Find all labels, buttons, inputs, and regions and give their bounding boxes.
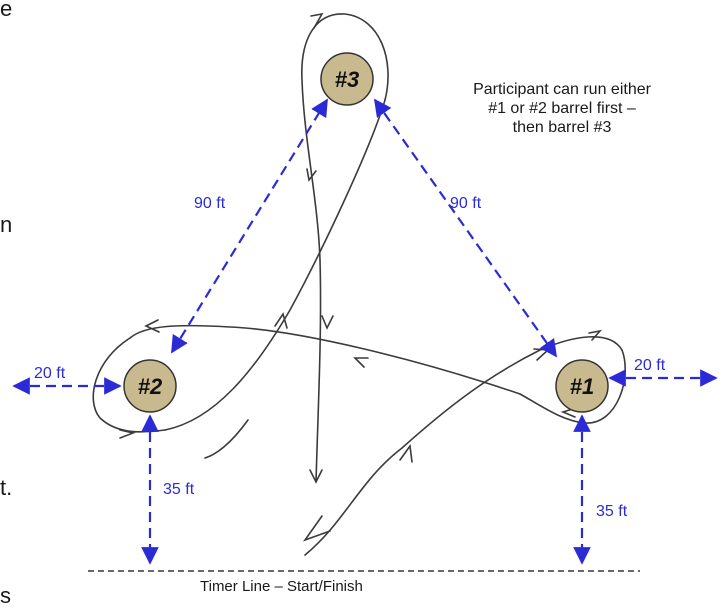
- direction-arrow: [399, 443, 413, 463]
- path-cross-1-to-2: [129, 324, 521, 395]
- note-line: #1 or #2 barrel first –: [488, 100, 636, 117]
- direction-arrow: [302, 515, 331, 542]
- direction-arrow: [309, 469, 323, 484]
- barrel-2: #2: [123, 359, 177, 413]
- note-line: then barrel #3: [512, 119, 612, 136]
- timer-line-label: Timer Line – Start/Finish: [200, 578, 363, 595]
- direction-arrow: [588, 329, 603, 341]
- path-loop-barrel-2: [92, 337, 166, 433]
- edge-text-fragment: s: [0, 583, 11, 608]
- dimension-lines: [12, 98, 718, 565]
- edge-text-fragment: n: [0, 212, 13, 237]
- barrel-3: #3: [320, 52, 374, 106]
- path-loop-barrel-3: [301, 13, 389, 261]
- note-line: Participant can run either: [473, 81, 651, 98]
- direction-arrow: [353, 357, 369, 368]
- dimension-label-right-distance: 90 ft: [450, 195, 482, 212]
- barrel-2-label: #2: [138, 374, 163, 399]
- barrel-3-label: #3: [335, 67, 359, 92]
- direction-arrow: [533, 348, 550, 361]
- barrel-1-label: #1: [570, 374, 594, 399]
- edge-text-fragment: t.: [0, 475, 13, 500]
- direction-arrow: [119, 429, 136, 439]
- direction-arrow: [310, 12, 324, 29]
- path-finish: [315, 259, 322, 483]
- dimension-label-right-side: 20 ft: [634, 357, 666, 374]
- dimension-label-left-distance: 90 ft: [194, 195, 226, 212]
- edge-text-fragment: e: [0, 0, 13, 21]
- path-2-to-3: [164, 99, 386, 431]
- dimension-line-3-to-1: [373, 98, 558, 358]
- barrel-1: #1: [555, 359, 609, 413]
- dimension-label-left-start: 35 ft: [163, 481, 195, 498]
- path-approach-barrel-1: [304, 336, 623, 556]
- dimension-label-left-side: 20 ft: [34, 365, 66, 382]
- dimension-label-right-start: 35 ft: [596, 503, 628, 520]
- path-crossing-segment: [204, 419, 249, 459]
- instruction-note: Participant can run either #1 or #2 barr…: [432, 80, 692, 137]
- direction-arrow: [144, 319, 160, 333]
- dimension-line-2-to-3: [171, 98, 328, 354]
- direction-arrow: [321, 315, 334, 330]
